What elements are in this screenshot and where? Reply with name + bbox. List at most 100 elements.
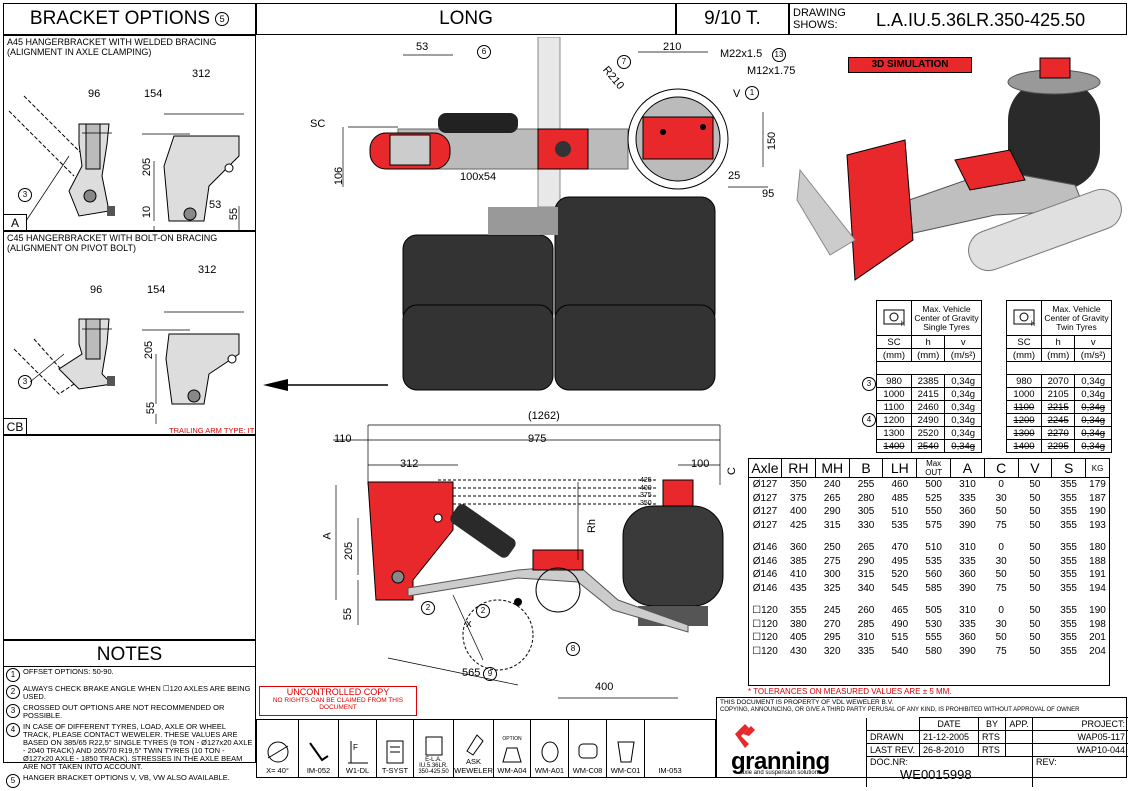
axle-cell: 530 [925, 618, 942, 630]
axle-cell: 50 [1029, 542, 1041, 554]
option-label: OPTION [502, 736, 522, 742]
axle-cell: 555 [925, 632, 942, 644]
axle-cell: 50 [1029, 492, 1041, 504]
axle-cell: 50 [1029, 645, 1041, 657]
dim-100x54: 100x54 [460, 171, 497, 183]
axle-cell: 430 [790, 645, 807, 657]
cell: 0,34g [944, 413, 982, 427]
cog-single-table: h Max. Vehicle Center of Gravity Single … [876, 300, 982, 453]
thread-m12: M12x1.75 [747, 65, 796, 77]
note-ref-4: 4 [862, 413, 876, 427]
dim-rh: Rh [586, 518, 599, 534]
granning-logo-text: granning [731, 748, 830, 775]
axle-cell: 50 [995, 569, 1007, 581]
ref-label: WM-A01 [534, 766, 565, 775]
cell: 980 [1006, 374, 1042, 388]
axle-cell: 188 [1089, 555, 1106, 567]
axle-cell: 325 [823, 582, 841, 594]
cell: 0,34g [944, 374, 982, 388]
cell: 0,34g [944, 426, 982, 440]
col-mh: MH [814, 458, 850, 478]
svg-text:F: F [353, 743, 358, 752]
uncontrolled-sub: NO RIGHTS CAN BE CLAIMED FROM THIS DOCUM… [272, 697, 404, 711]
note-number: 4 [6, 723, 20, 737]
doc-nr: WE0015998 [900, 767, 972, 782]
axle-cell: 355 [790, 605, 807, 617]
axle-cell: 360 [790, 542, 807, 554]
col-a: A [950, 458, 985, 478]
cell: 2540 [910, 439, 946, 453]
axle-cell: 50 [1029, 618, 1041, 630]
cell: 1300 [1006, 426, 1042, 440]
col-by: BY [978, 717, 1006, 731]
note-ref-7: 7 [617, 55, 631, 69]
axle-cell: 355 [1060, 569, 1077, 581]
axle-cell: 540 [891, 645, 909, 657]
ref-label: IM-053 [658, 766, 682, 775]
note-number: 1 [6, 668, 20, 682]
cell: 0,34g [1074, 387, 1112, 401]
col-v: v [944, 335, 982, 349]
height-425: 425 [640, 477, 652, 484]
axle-cell: 179 [1089, 479, 1106, 491]
axle-cell: Ø146 [752, 542, 778, 554]
axle-cell: 385 [790, 555, 807, 567]
uncontrolled-copy-stamp: UNCONTROLLED COPY NO RIGHTS CAN BE CLAIM… [259, 686, 417, 716]
axle-cell: 191 [1089, 569, 1106, 581]
axle-cell: 390 [959, 582, 976, 594]
dim-55: 55 [342, 607, 355, 621]
granning-logo [727, 722, 763, 757]
axle-cell: 50 [995, 632, 1007, 644]
axle-cell: 355 [1060, 645, 1077, 657]
col-max-out: Max OUT [916, 458, 952, 478]
axle-cell: 310 [959, 479, 976, 491]
project-1: WAP05-117 [1032, 730, 1128, 744]
axle-cell: 545 [891, 582, 909, 594]
axle-cell: 245 [823, 605, 841, 617]
axle-cell: 360 [959, 569, 976, 581]
granning-logo-icon [735, 724, 755, 748]
thread-m22: M22x1.5 [720, 48, 763, 60]
axle-cell: 410 [790, 569, 807, 581]
axle-cell: 75 [995, 519, 1007, 531]
drawn-by: RTS [978, 730, 1006, 744]
col-sc: SC [876, 335, 912, 349]
axle-cell: 390 [959, 645, 976, 657]
tolerance-note: * TOLERANCES ON MEASURED VALUES ARE ± 5 … [748, 687, 952, 696]
axle-cell: 520 [891, 569, 909, 581]
cell: 2460 [910, 400, 946, 414]
axle-cell: 470 [891, 542, 909, 554]
axle-cell: Ø127 [752, 506, 778, 518]
axle-cell: 355 [1060, 582, 1077, 594]
dim-10: 10 [141, 205, 154, 219]
col-lh: LH [882, 458, 918, 478]
drawing-shows-box: DRAWING SHOWS: L.A.IU.5.36LR.350-425.50 [789, 3, 1127, 35]
axle-cell: 355 [1060, 492, 1077, 504]
trailing-arm-type: TRAILING ARM TYPE: IT [169, 426, 255, 435]
cell: 1000 [1006, 387, 1042, 401]
axle-cell: 204 [1089, 645, 1106, 657]
col-axle: Axle [748, 458, 782, 478]
col-c: C [983, 458, 1019, 478]
rev-label: REV: [1032, 756, 1128, 787]
axle-cell: Ø127 [752, 479, 778, 491]
uncontrolled-title: UNCONTROLLED COPY [286, 687, 390, 697]
ref-label: T-SYST [381, 766, 409, 775]
ref-label: W1-DL [345, 766, 370, 775]
dim-100: 100 [691, 458, 710, 470]
axle-cell: 198 [1089, 618, 1106, 630]
axle-cell: 310 [959, 542, 976, 554]
cog-single-title: Max. Vehicle Center of Gravity Single Ty… [911, 300, 982, 336]
height-350: 350 [640, 499, 652, 507]
note-number: 2 [6, 685, 20, 699]
axle-cell: ☐120 [752, 605, 778, 617]
bracket-cb-drawing [13, 311, 244, 424]
axle-cell: 0 [998, 479, 1004, 491]
cell: 1000 [876, 387, 912, 401]
